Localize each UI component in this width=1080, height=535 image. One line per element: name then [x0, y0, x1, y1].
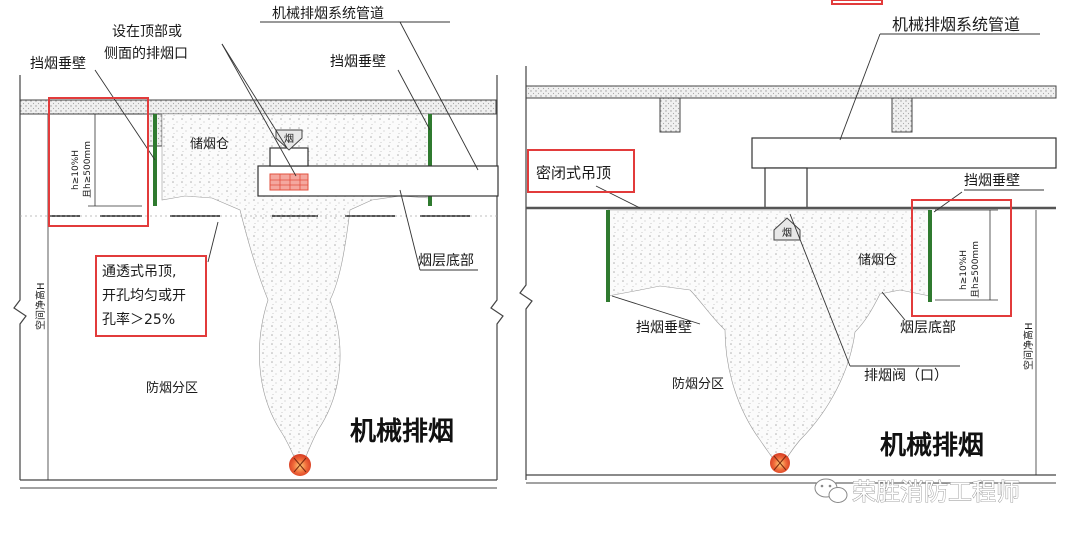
- left-panel: 烟: [13, 6, 504, 489]
- left-outlet-label-line2: 侧面的排烟口: [104, 46, 188, 62]
- right-sealed-ceiling-highlight-box: [527, 149, 635, 193]
- left-h-dimension: [88, 113, 142, 207]
- right-floor: [526, 474, 1056, 484]
- left-floor: [20, 479, 497, 489]
- right-clear-height-label: 空间净高H: [1022, 322, 1035, 370]
- right-smoke-wall-1: [606, 210, 610, 302]
- watermark-text: 荣胜消防工程师: [852, 478, 1020, 506]
- left-smoke-wall-top-label: 挡烟垂壁: [30, 56, 86, 72]
- right-top-fragment: [831, 0, 883, 5]
- right-wall-marks: [519, 66, 533, 480]
- right-exhaust-duct: [751, 137, 1057, 209]
- right-h-highlight-box: [911, 199, 1012, 317]
- right-leader-lines: [595, 33, 1044, 367]
- right-fire-icon: [770, 453, 790, 473]
- left-outlet-label-line1: 设在顶部或: [112, 24, 182, 40]
- left-duct-label: 机械排烟系统管道: [272, 6, 384, 22]
- left-h-highlight-box: [48, 97, 149, 227]
- watermark: 荣胜消防工程师: [814, 478, 1020, 506]
- left-ceiling-highlight-box: [95, 255, 207, 337]
- right-h-dimension: [935, 209, 998, 301]
- right-h-label-line2: 且h≥500mm: [970, 241, 981, 298]
- left-smoke-reservoir-label: 储烟仓: [190, 137, 229, 152]
- right-sealed-ceiling-label: 密闭式吊顶: [536, 164, 611, 182]
- left-smoke-wall-2: [428, 114, 432, 206]
- wechat-icon: [814, 478, 848, 503]
- right-h-label-line1: h≥10%H: [959, 250, 969, 290]
- left-title: 机械排烟: [350, 417, 454, 447]
- left-smoke-wall-right-label: 挡烟垂壁: [330, 54, 386, 70]
- right-panel: 烟 机械排烟系统管道: [519, 0, 1057, 484]
- right-smoke-layer-bottom-label: 烟层底部: [900, 320, 956, 336]
- left-exhaust-grille: [269, 173, 309, 191]
- left-wall-marks: [13, 75, 504, 480]
- right-zone-label: 防烟分区: [672, 376, 724, 392]
- left-exhaust-duct: [257, 147, 499, 197]
- left-h-label-line2: 且h≥500mm: [82, 141, 93, 198]
- right-smoke-wall-top-label: 挡烟垂壁: [964, 173, 1020, 189]
- right-ceiling-slab: [525, 85, 1057, 133]
- left-smoke-flag-label: 烟: [284, 132, 294, 145]
- right-smoke-wall-2: [928, 210, 932, 302]
- left-h-label-line1: h≥10%H: [71, 150, 81, 190]
- left-clear-height-label: 空间净高H: [34, 282, 47, 330]
- right-smoke-wall-bottom-label: 挡烟垂壁: [636, 320, 692, 336]
- left-fire-icon: [289, 454, 311, 476]
- left-smoke-arrow-icon: 烟: [275, 129, 303, 151]
- left-smoke-layer-bottom-label: 烟层底部: [418, 253, 474, 269]
- left-leader-lines: [94, 21, 479, 271]
- right-smoke-reservoir-label: 储烟仓: [858, 253, 897, 268]
- left-zone-label: 防烟分区: [146, 380, 198, 396]
- left-ceiling-label-line1: 通透式吊顶,: [102, 264, 176, 280]
- left-ceiling-label-line2: 开孔均匀或开: [102, 288, 186, 304]
- right-damper-label: 排烟阀（口）: [864, 368, 948, 384]
- left-ceiling-label-line3: 孔率＞25%: [102, 311, 175, 328]
- right-title: 机械排烟: [880, 431, 984, 461]
- right-smoke-flag-label: 烟: [782, 226, 792, 239]
- right-duct-label: 机械排烟系统管道: [892, 15, 1020, 34]
